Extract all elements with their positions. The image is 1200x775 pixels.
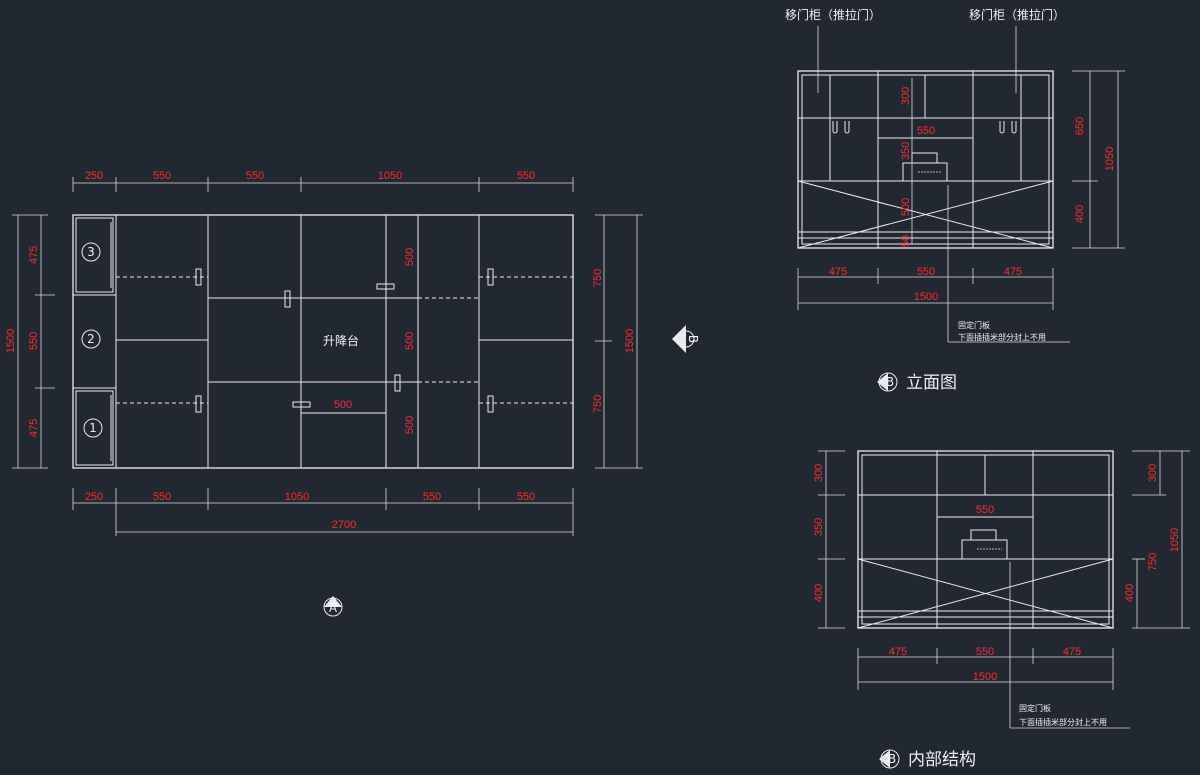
elev-inner-dim: 550 (917, 125, 935, 137)
circle-2 (81, 329, 101, 349)
elev-note-1: 固定门板 (958, 320, 990, 330)
elev-marker-label: B (886, 375, 894, 389)
elev-right-dim: 400 (1074, 205, 1086, 223)
elev-total: 1500 (914, 291, 938, 303)
handle (292, 401, 311, 408)
elev-bottom-dim: 475 (1004, 266, 1022, 278)
top-dim: 250 (85, 170, 103, 182)
top-dim: 550 (517, 170, 535, 182)
handle (487, 268, 494, 286)
structure-view: 550 300 350 400 300 750 400 1050 475 550… (813, 450, 1190, 770)
circle-label-3: 3 (87, 245, 95, 259)
bottom-dim: 550 (153, 491, 171, 503)
struct-left-dim: 400 (813, 584, 825, 602)
left-dim: 475 (28, 246, 40, 264)
elev-right-dim: 650 (1074, 117, 1086, 135)
bottom-dim: 250 (85, 491, 103, 503)
handle (284, 290, 291, 308)
circle-label-2: 2 (87, 332, 95, 346)
elevation-outline (797, 70, 1054, 249)
elev-inner-dim: 300 (900, 87, 912, 105)
left-dim: 550 (28, 332, 40, 350)
inner-dim: 500 (404, 248, 416, 266)
struct-note-1: 固定门板 (1019, 703, 1051, 713)
struct-right-dim: 750 (1147, 553, 1159, 571)
handle (394, 374, 401, 392)
struct-inner-dim: 550 (976, 504, 994, 516)
bottom-dim: 550 (423, 491, 441, 503)
top-dim: 1050 (378, 170, 402, 182)
circle-1 (83, 418, 103, 438)
struct-marker-label: B (888, 752, 896, 766)
right-dim: 750 (592, 395, 604, 413)
handle (195, 395, 202, 413)
total-width: 2700 (332, 519, 356, 531)
struct-left-dim: 300 (813, 464, 825, 482)
struct-bottom-dim: 550 (976, 646, 994, 658)
elev-bottom-dim: 550 (917, 266, 935, 278)
struct-right-dim: 300 (1147, 464, 1159, 482)
elev-title: 立面图 (906, 373, 957, 393)
handle (487, 395, 494, 413)
elev-inner-dim: 50 (900, 235, 912, 247)
struct-right-total: 1050 (1169, 528, 1181, 552)
left-dim: 475 (28, 419, 40, 437)
inner-dim-500: 500 (334, 399, 352, 411)
inner-dim: 500 (404, 416, 416, 434)
structure-outline (857, 450, 1114, 629)
elev-label-left: 移门柜（推拉门） (785, 7, 881, 22)
bottom-dim: 550 (517, 491, 535, 503)
struct-total: 1500 (973, 671, 997, 683)
elev-bottom-dim: 475 (829, 266, 847, 278)
lift-label: 升降台 (323, 333, 359, 348)
struct-bottom-dim: 475 (1063, 646, 1081, 658)
left-total: 1500 (5, 329, 17, 353)
elev-inner-dim: 500 (900, 198, 912, 216)
struct-left-dim: 350 (813, 518, 825, 536)
inner-dim: 500 (404, 332, 416, 350)
struct-right-dim: 400 (1124, 584, 1136, 602)
bottom-dim: 1050 (285, 491, 309, 503)
marker-b-label: B (686, 335, 700, 343)
top-dim: 550 (246, 170, 264, 182)
appliance (961, 539, 1008, 560)
plan-view: 3 2 1 升降台 500 500 500 500 250 550 550 10… (5, 170, 700, 617)
struct-title: 内部结构 (908, 750, 976, 770)
struct-note-2: 下面插插米部分封上不用 (1019, 717, 1107, 727)
right-total: 1500 (624, 329, 636, 353)
top-dim: 550 (153, 170, 171, 182)
circle-3 (81, 242, 101, 262)
elevation-view: 移门柜（推拉门） 移门柜（推拉门） 300 550 350 500 50 (785, 7, 1125, 393)
handle (376, 283, 395, 290)
right-dim: 750 (592, 269, 604, 287)
elev-right-total: 1050 (1104, 147, 1116, 171)
struct-bottom-dim: 475 (889, 646, 907, 658)
plan-outline (72, 214, 574, 469)
marker-a-label: A (329, 601, 338, 615)
handle (195, 268, 202, 286)
elev-label-right: 移门柜（推拉门） (969, 7, 1065, 22)
elev-inner-dim: 350 (900, 142, 912, 160)
circle-label-1: 1 (89, 421, 97, 435)
elev-note-2: 下面插插米部分封上不用 (958, 332, 1046, 342)
